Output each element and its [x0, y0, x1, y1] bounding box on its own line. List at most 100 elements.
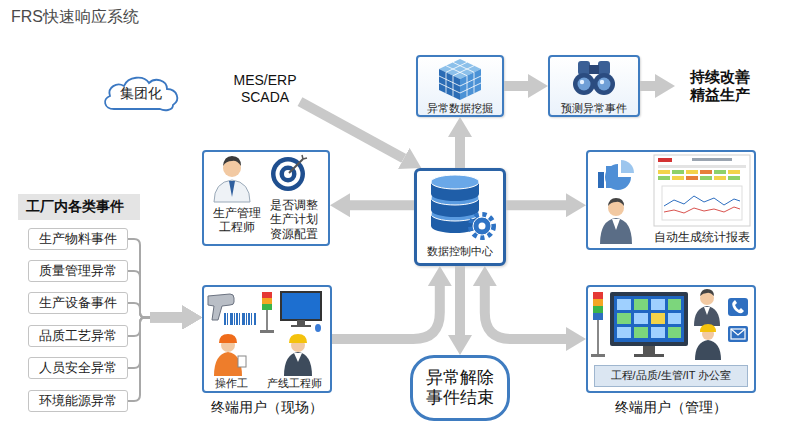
stand: [643, 346, 655, 354]
panel: [634, 313, 648, 324]
bracket-line: [128, 317, 150, 336]
panel: [634, 327, 648, 338]
flow-arrow-line: [350, 200, 414, 210]
bracket-arrow: [128, 317, 182, 401]
flow-arrow-line: [150, 312, 182, 322]
face: [702, 328, 714, 340]
hard-hat: [289, 334, 307, 343]
chart-line: [664, 196, 740, 206]
data-center-box: 数据控制中心: [414, 168, 506, 266]
title-bar: [692, 158, 732, 161]
panel: [617, 327, 631, 338]
red-light: [262, 292, 272, 298]
operator-figure: [214, 334, 246, 376]
node-label: 集团化: [120, 85, 162, 102]
node-label: 终端用户（管理）: [586, 399, 756, 416]
node-label: 操作工: [206, 377, 256, 390]
phone-icon: [728, 298, 748, 316]
engineer-figure: [214, 156, 250, 202]
table-cell: [686, 176, 698, 180]
bracket-arrow: [128, 239, 182, 317]
db-disc: [431, 207, 479, 221]
data-cube-icon: [439, 59, 481, 100]
hard-hat: [219, 334, 237, 343]
event-item: 质量管理异常: [28, 260, 128, 282]
table-cell: [672, 176, 684, 180]
table-cell: [714, 176, 726, 180]
terminal-box: 操作工产线工程师终端用户（现场）: [202, 285, 332, 393]
chart-frame: [662, 186, 742, 220]
chart-icon: [598, 160, 634, 190]
pole: [266, 292, 268, 330]
envelope-flap: [731, 329, 745, 335]
blue-light: [593, 313, 603, 320]
clipboard: [238, 356, 246, 367]
diagram-title: FRS快速响应系统: [11, 7, 139, 28]
db-disc: [431, 214, 479, 226]
bracket-line: [128, 317, 150, 368]
table-head: [658, 165, 746, 168]
node-label: 数据控制中心: [417, 245, 503, 258]
list-heading: 工厂内各类事件: [18, 194, 140, 220]
bracket-line: [128, 239, 150, 317]
sheet: [654, 155, 750, 226]
lens-glass: [598, 78, 611, 91]
table-cell: [686, 170, 698, 174]
red-light: [593, 292, 603, 299]
panel: [668, 313, 681, 324]
line-engineer-figure: [284, 334, 312, 376]
flow-arrow: [504, 86, 528, 87]
chart-line: [664, 207, 740, 213]
binocular-lens: [593, 73, 615, 95]
node-label: 生产设备事件: [39, 295, 117, 311]
report-sheet: [654, 155, 750, 226]
node-label: 自动生成统计报表: [652, 230, 752, 244]
flow-arrow-line: [150, 312, 182, 322]
mail-icon: [728, 326, 748, 342]
end-box: 异常解除 事件结束: [410, 355, 510, 421]
hard-hat: [700, 324, 716, 332]
bracket-arrow: [128, 303, 182, 317]
node-label: 是否调整 生产计划 资源配置: [266, 198, 322, 241]
node-label: 异常解除 事件结束: [424, 368, 496, 409]
monitor-screen: [614, 296, 684, 342]
work-clothes: [284, 352, 312, 376]
office-band: 工程/品质/生管/IT 办公室: [594, 365, 748, 387]
monitor-icon: [281, 292, 321, 332]
bracket-line: [128, 317, 150, 401]
db-disc: [431, 191, 479, 205]
manager-figure: [600, 198, 632, 244]
face: [291, 338, 305, 352]
flow-arrow: [640, 86, 655, 87]
logo-mark: [658, 158, 672, 162]
envelope: [731, 329, 745, 339]
table-cell: [658, 170, 670, 174]
role-box: 生产管理 工程师是否调整 生产计划 资源配置: [202, 150, 330, 246]
gear-hole: [479, 223, 486, 230]
monitor-frame: [610, 292, 688, 346]
flow-arrow-line: [504, 81, 528, 91]
binocular-bridge: [589, 65, 599, 74]
table-cell: [672, 170, 684, 174]
flow-arrow: [300, 102, 404, 159]
panel: [668, 327, 681, 338]
node-label: 品质工艺异常: [39, 328, 117, 344]
process-box: 异常数据挖掘: [416, 55, 504, 117]
gear-teeth: [471, 215, 493, 237]
office-worker-figure: [695, 324, 721, 360]
bracket-arrow: [128, 317, 182, 368]
node-label: 异常数据挖掘: [418, 102, 502, 115]
pie-slice: [605, 164, 631, 190]
panel: [668, 299, 681, 310]
face: [223, 159, 241, 177]
suit: [600, 218, 632, 244]
green-light: [593, 306, 603, 313]
target-dart: [289, 159, 303, 173]
target-ring: [280, 166, 297, 183]
panel: [651, 313, 665, 324]
flow-arrow-line: [640, 81, 655, 91]
node-label: 预测异常事件: [550, 102, 638, 115]
work-clothes: [695, 340, 721, 360]
node-label: 生产物料事件: [39, 231, 117, 247]
